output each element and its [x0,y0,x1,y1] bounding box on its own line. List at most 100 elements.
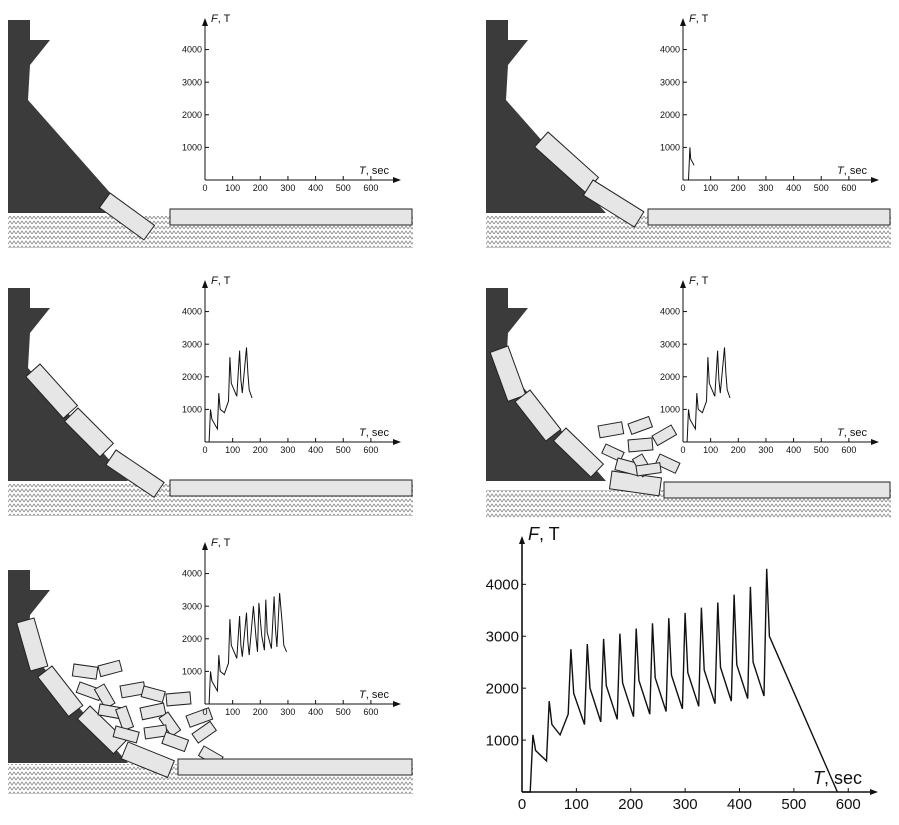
x-tick-label: 600 [363,445,378,455]
x-tick-label: 500 [814,183,829,193]
structure-wall [486,20,606,213]
x-axis-arrow-icon [871,439,879,445]
x-tick-label: 400 [308,183,323,193]
x-tick-label: 300 [673,796,698,813]
x-tick-label: 0 [680,183,685,193]
ice-block [514,389,562,442]
ice-sheet [663,481,891,499]
force-series-line [205,593,288,705]
y-tick-label: 1000 [660,143,680,153]
y-tick-label: 1000 [182,405,202,415]
scene-4-svg [486,288,891,518]
structure-wall [8,288,128,481]
scene-1-svg [8,20,413,248]
ice-block [120,741,176,779]
x-tick-label: 500 [814,445,829,455]
x-tick-label: 600 [363,183,378,193]
ice-sheet [177,758,413,776]
ice-block [98,192,156,241]
force-series-line [205,347,253,443]
x-axis-arrow-icon [393,439,401,445]
y-axis-label: F, T [689,275,709,287]
x-tick-label: 400 [308,707,323,717]
ice-block [105,449,165,499]
x-tick-label: 0 [680,445,685,455]
y-tick-label: 1000 [660,405,680,415]
y-tick-label: 4000 [182,307,202,317]
x-tick-label: 500 [781,796,806,813]
x-tick-label: 500 [336,707,351,717]
scene-3-svg [8,288,413,516]
y-axis-label: F, T [528,524,560,544]
ice-block [25,363,79,420]
x-tick-label: 300 [280,445,295,455]
ice-sheet [169,208,413,226]
y-tick-label: 2000 [660,110,680,120]
x-axis-label: T, sec [837,427,867,439]
y-tick-label: 3000 [486,629,519,646]
ice-block [552,427,605,478]
ice-sheet [169,479,413,497]
y-axis-arrow-icon [519,536,525,544]
ice-block [63,407,115,458]
ice-block [489,345,527,403]
x-tick-label: 100 [225,183,240,193]
scene-5-svg [8,570,413,794]
x-tick-label: 500 [336,183,351,193]
x-tick-label: 300 [280,707,295,717]
x-tick-label: 100 [225,445,240,455]
ice-block [582,179,645,228]
y-tick-label: 4000 [660,45,680,55]
force-series-line [522,568,839,793]
x-tick-label: 200 [253,445,268,455]
x-tick-label: 200 [253,707,268,717]
x-tick-label: 0 [202,183,207,193]
scene-2-svg [486,20,891,248]
x-axis-label: T, sec [837,165,867,177]
x-tick-label: 600 [363,707,378,717]
x-tick-label: 0 [518,796,526,813]
y-tick-label: 2000 [182,634,202,644]
x-tick-label: 400 [308,445,323,455]
x-axis-label: T, sec [359,689,389,701]
x-axis-label: T, sec [359,165,389,177]
ice-block [76,705,127,755]
y-tick-label: 2000 [486,680,519,697]
x-tick-label: 400 [786,445,801,455]
force-series-line [683,347,731,443]
y-tick-label: 3000 [182,77,202,87]
y-axis-arrow-icon [680,280,686,288]
x-tick-label: 600 [841,445,856,455]
y-tick-label: 1000 [486,732,519,749]
y-tick-label: 1000 [182,143,202,153]
structure-wall [8,570,128,763]
x-tick-label: 100 [225,707,240,717]
x-tick-label: 200 [731,445,746,455]
x-tick-label: 600 [841,183,856,193]
ice-rubble [597,415,681,478]
x-tick-label: 600 [836,796,861,813]
x-axis-arrow-icon [393,177,401,183]
y-axis-label: F, T [689,13,709,25]
x-tick-label: 200 [731,183,746,193]
x-axis-label: T, sec [359,427,389,439]
x-tick-label: 0 [202,445,207,455]
y-axis-arrow-icon [202,18,208,26]
y-tick-label: 2000 [182,110,202,120]
x-tick-label: 300 [280,183,295,193]
x-tick-label: 200 [618,796,643,813]
y-axis-arrow-icon [202,542,208,550]
x-tick-label: 500 [336,445,351,455]
ice-block [16,617,49,672]
y-axis-label: F, T [211,537,231,549]
x-axis-arrow-icon [871,177,879,183]
y-tick-label: 2000 [182,372,202,382]
